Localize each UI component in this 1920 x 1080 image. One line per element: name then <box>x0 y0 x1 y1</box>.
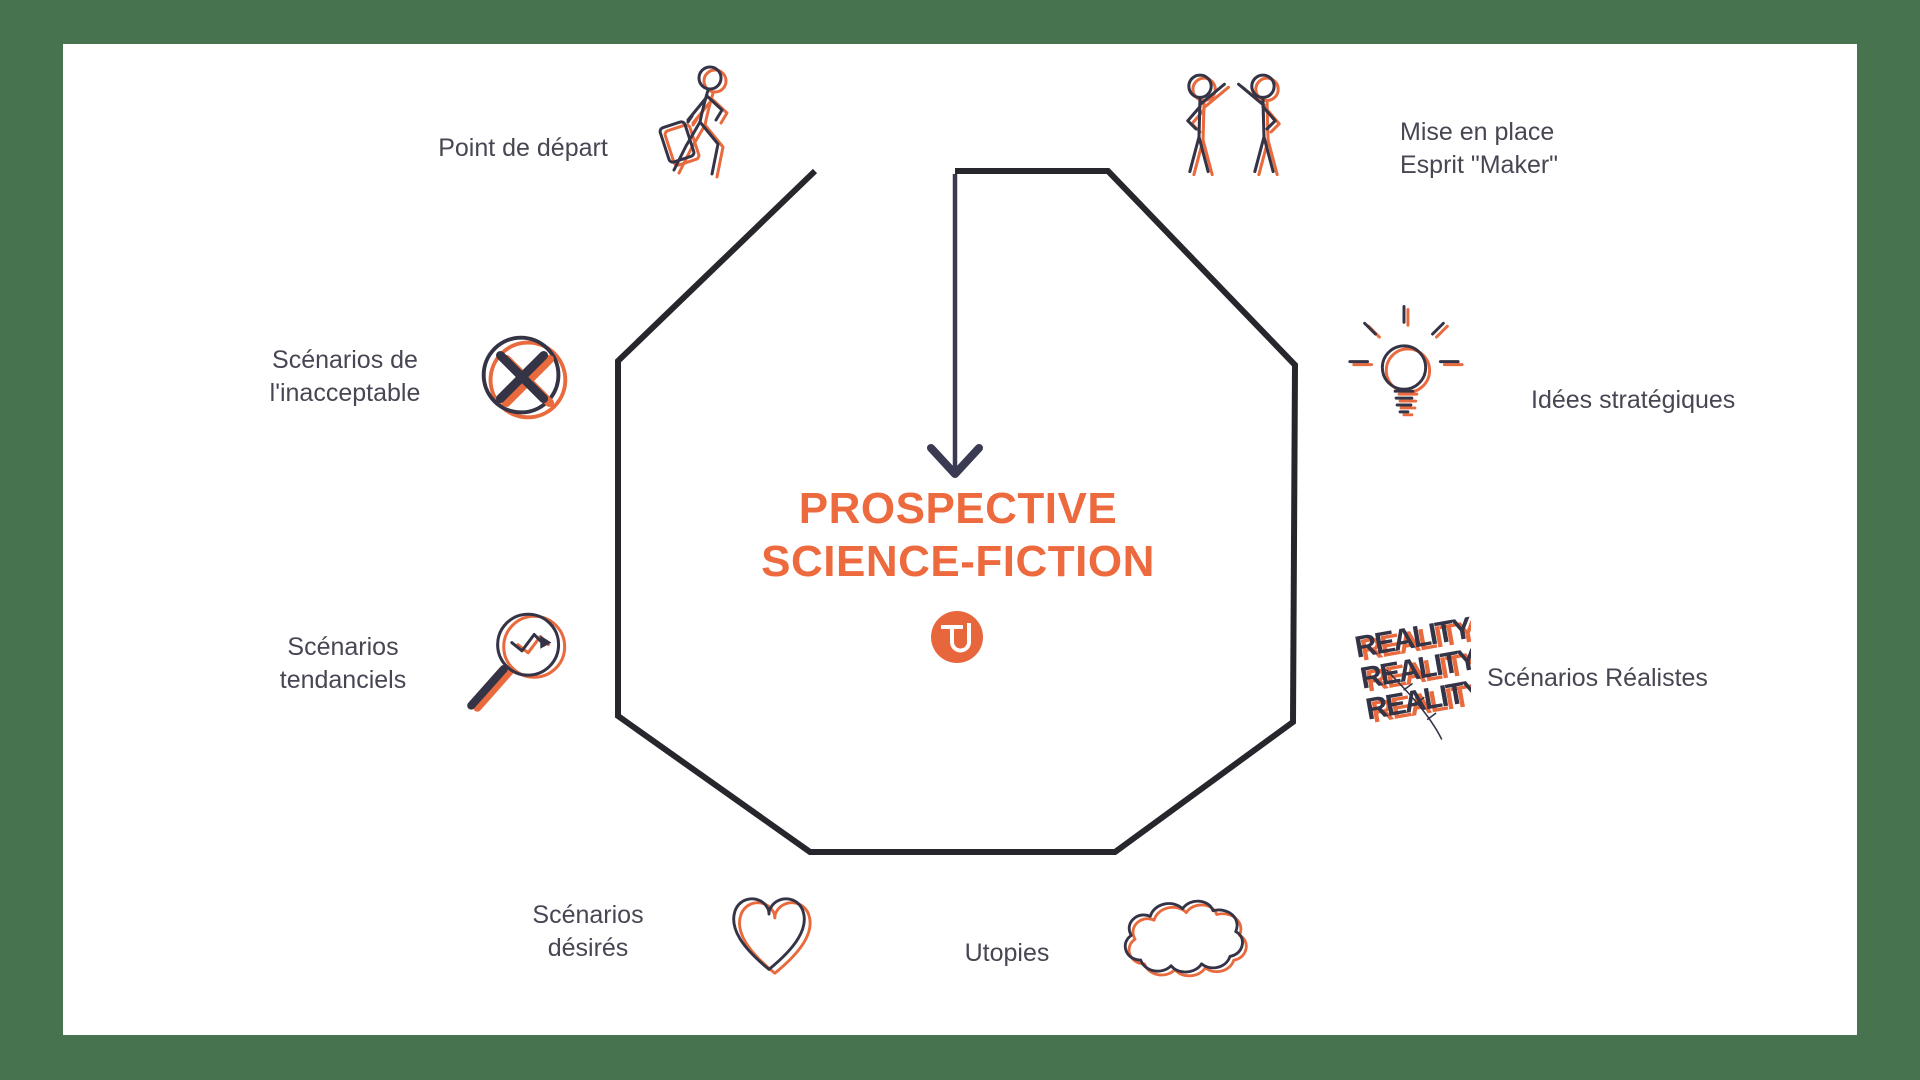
label-mise-en-place: Mise en place Esprit "Maker" <box>1400 116 1700 182</box>
octagon-outline <box>615 168 1299 855</box>
diagram-canvas: Point de départ Mise en place Esprit "Ma… <box>63 44 1857 1035</box>
label-idees-strategiques: Idées stratégiques <box>1531 384 1831 417</box>
label-mise-en-place-line2: Esprit "Maker" <box>1400 151 1559 179</box>
label-idees-strategiques-text: Idées stratégiques <box>1531 386 1736 414</box>
heart-icon <box>715 880 823 982</box>
label-point-depart-text: Point de départ <box>438 134 608 162</box>
label-scenarios-desires-line2: désirés <box>547 934 629 962</box>
center-arrow-head <box>927 444 983 478</box>
label-scenarios-inacceptable: Scénarios de l'inacceptable <box>225 344 465 410</box>
center-title-line1: PROSPECTIVE <box>798 484 1118 533</box>
label-scenarios-desires: Scénarios désirés <box>488 899 688 965</box>
label-scenarios-inacceptable-line2: l'inacceptable <box>269 379 421 407</box>
traveler-suitcase-icon <box>645 62 757 202</box>
crossed-circle-icon <box>463 318 585 436</box>
label-scenarios-inacceptable-line1: Scénarios de <box>272 346 418 374</box>
lightbulb-icon <box>1340 298 1468 446</box>
octagon-cycle-frame <box>615 168 1299 855</box>
logo-circle <box>931 611 983 663</box>
label-scenarios-realistes-text: Scénarios Réalistes <box>1487 664 1708 692</box>
high-five-icon <box>1160 68 1305 200</box>
center-title-line2: SCIENCE-FICTION <box>761 537 1155 586</box>
label-utopies-text: Utopies <box>964 939 1050 967</box>
label-utopies: Utopies <box>907 937 1107 970</box>
magnifier-trend-icon <box>455 600 587 732</box>
tu-monogram-icon <box>929 609 985 665</box>
logo-u-stroke <box>950 623 971 653</box>
label-point-depart: Point de départ <box>393 132 653 165</box>
label-scenarios-desires-line1: Scénarios <box>532 901 644 929</box>
label-mise-en-place-line1: Mise en place <box>1400 118 1555 146</box>
label-scenarios-tendanciels: Scénarios tendanciels <box>243 631 443 697</box>
label-scenarios-realistes: Scénarios Réalistes <box>1487 662 1787 695</box>
label-scenarios-tendanciels-line2: tendanciels <box>279 666 407 694</box>
label-scenarios-tendanciels-line1: Scénarios <box>287 633 399 661</box>
cloud-icon <box>1111 886 1256 981</box>
center-title: PROSPECTIVE SCIENCE-FICTION <box>758 482 1158 588</box>
reality-stamp-icon: REALITY REALITY REALITY REALITY REALITY … <box>1353 606 1471 746</box>
